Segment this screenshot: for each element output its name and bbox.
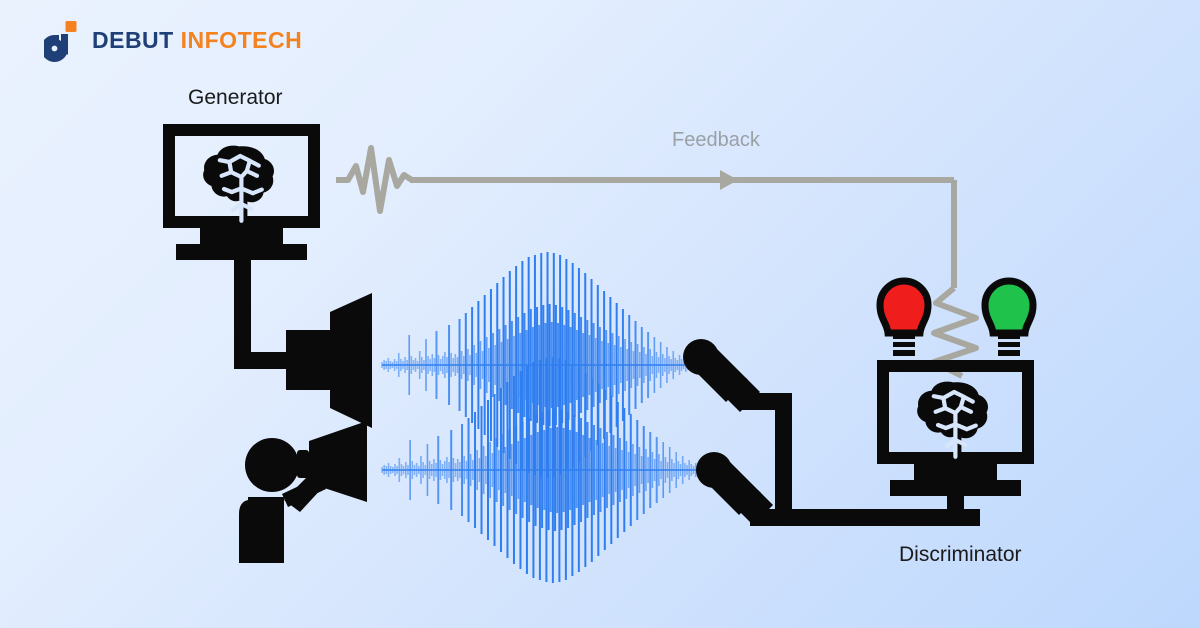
brand-logo[interactable]: DEBUT INFOTECH bbox=[44, 20, 303, 62]
discriminator-brain-icon bbox=[917, 381, 989, 459]
debut-d-logo-icon bbox=[44, 20, 80, 62]
discriminator-monitor-icon bbox=[877, 360, 1034, 526]
accept-light-bulb-icon bbox=[981, 277, 1037, 356]
generator-to-speaker-pipe bbox=[234, 260, 297, 369]
generator-brain-icon bbox=[203, 145, 275, 223]
brand-name-secondary: INFOTECH bbox=[180, 26, 303, 53]
brand-wordmark: DEBUT INFOTECH bbox=[92, 26, 303, 53]
feedback-arrow-icon bbox=[720, 170, 738, 190]
speaker-icon bbox=[286, 293, 372, 428]
microphone-top-icon bbox=[683, 339, 792, 521]
discriminator-label: Discriminator bbox=[899, 543, 1022, 566]
microphone-bottom-icon bbox=[696, 452, 980, 526]
real-audio-waveform bbox=[381, 357, 701, 583]
generator-label: Generator bbox=[188, 86, 283, 109]
reject-light-bulb-icon bbox=[876, 277, 932, 356]
person-megaphone-icon bbox=[239, 421, 367, 563]
generator-pulse-icon bbox=[336, 145, 414, 214]
generator-monitor-icon bbox=[163, 124, 320, 260]
brand-name-primary: DEBUT bbox=[92, 26, 174, 53]
feedback-label: Feedback bbox=[672, 129, 760, 151]
